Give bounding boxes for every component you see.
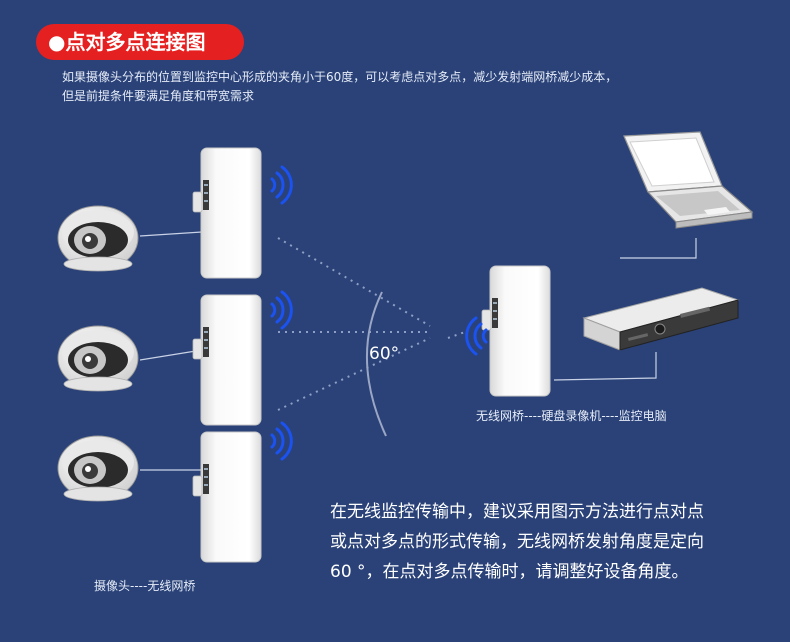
bridge-2-icon <box>192 294 262 426</box>
bridge-1-icon <box>192 147 262 279</box>
nvr-laptop-links <box>553 238 697 381</box>
signal-wave-icon <box>270 290 293 330</box>
description-line-3: 60 °，在点对多点传输时，请调整好设备角度。 <box>330 562 689 582</box>
intro-line-2: 但是前提条件要满足角度和带宽需求 <box>62 89 255 103</box>
intro-text: 如果摄像头分布的位置到监控中心形成的夹角小于60度，可以考虑点对多点，减少发射端… <box>62 68 762 106</box>
signal-wave-icon <box>270 165 293 205</box>
angle-arc <box>365 291 387 437</box>
right-caption: 无线网桥----硬盘录像机----监控电脑 <box>476 409 667 423</box>
intro-line-1: 如果摄像头分布的位置到监控中心形成的夹角小于60度，可以考虑点对多点，减少发射端… <box>62 70 618 84</box>
wireless-links <box>277 237 466 411</box>
left-caption: 摄像头----无线网桥 <box>94 579 196 593</box>
camera-bridge-links <box>139 231 203 471</box>
description-line-1: 在无线监控传输中，建议采用图示方法进行点对点 <box>330 502 704 522</box>
description-line-2: 或点对多点的形式传输，无线网桥发射角度是定向 <box>330 532 704 552</box>
signal-wave-icon <box>270 421 293 461</box>
bridge-3-icon <box>192 431 262 563</box>
camera-1-icon <box>57 205 139 272</box>
description-text: 在无线监控传输中，建议采用图示方法进行点对点 或点对多点的形式传输，无线网桥发射… <box>330 497 770 587</box>
receiver-bridge-icon <box>481 265 551 397</box>
camera-2-icon <box>57 325 139 392</box>
camera-3-icon <box>57 435 139 502</box>
nvr-recorder-icon <box>582 287 740 351</box>
page-title: ●点对多点连接图 <box>36 24 244 60</box>
laptop-icon <box>623 131 754 229</box>
angle-label: 60° <box>369 344 400 364</box>
